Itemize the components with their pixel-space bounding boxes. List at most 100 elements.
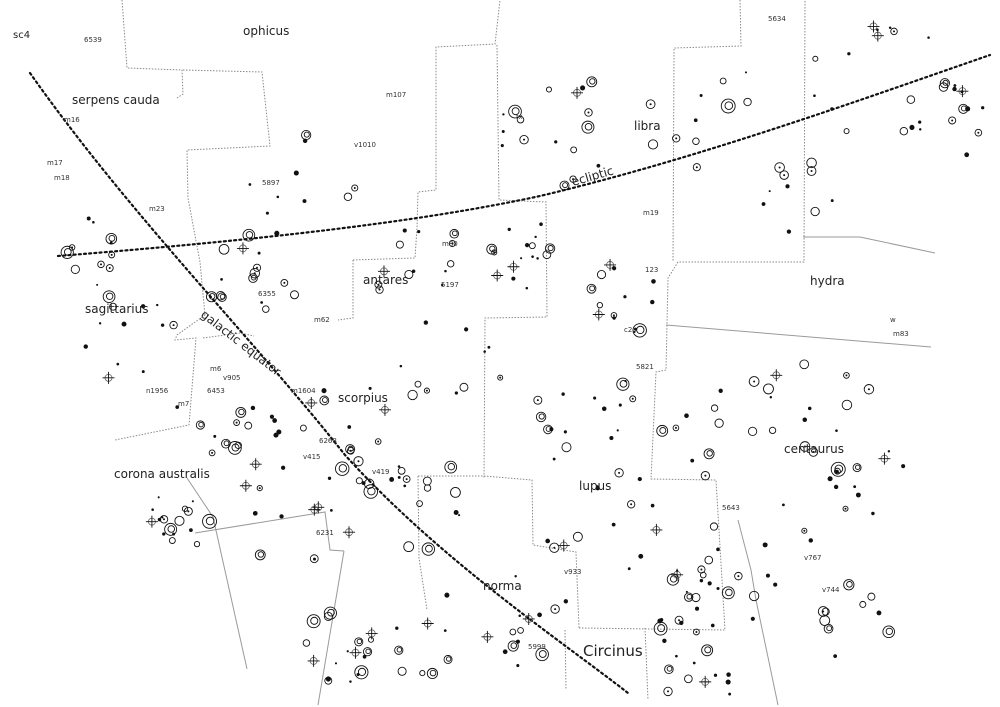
star	[627, 500, 636, 509]
star	[262, 305, 270, 313]
star	[205, 516, 215, 526]
star	[92, 220, 95, 224]
star	[700, 568, 703, 571]
star	[721, 586, 735, 600]
star	[707, 581, 712, 586]
star	[812, 55, 819, 62]
star	[863, 384, 875, 395]
star	[215, 291, 226, 301]
star	[867, 20, 880, 33]
object-label: 5197	[441, 281, 459, 289]
object-label: 5634	[768, 15, 786, 23]
star	[616, 429, 619, 432]
star	[257, 551, 265, 558]
star	[589, 78, 596, 85]
star	[121, 321, 127, 327]
star	[303, 131, 310, 138]
star	[561, 442, 572, 453]
star	[452, 230, 458, 237]
star	[343, 526, 356, 539]
star	[782, 503, 785, 507]
star	[515, 639, 520, 644]
star	[589, 285, 595, 292]
star	[801, 527, 808, 534]
star	[768, 190, 771, 193]
galactic-equator-line	[28, 71, 630, 695]
star	[327, 476, 332, 480]
star	[725, 588, 733, 597]
star	[162, 518, 165, 521]
star	[714, 418, 724, 428]
star	[885, 627, 893, 636]
star	[363, 484, 379, 499]
label-norma: norma	[483, 579, 522, 593]
star	[734, 571, 743, 581]
star	[451, 242, 454, 245]
outer-borders	[186, 236, 936, 706]
star	[486, 243, 498, 255]
star	[690, 458, 695, 463]
star	[704, 555, 714, 565]
star	[365, 648, 371, 655]
star	[807, 406, 812, 411]
star	[706, 450, 713, 457]
star	[105, 264, 114, 272]
star	[299, 424, 307, 432]
star	[808, 538, 814, 543]
object-label: v1010	[354, 141, 376, 149]
object-labels: 6539 m107 v1010 m16 m17 m18 m23 5634 589…	[47, 15, 909, 651]
star	[554, 608, 557, 611]
star	[538, 413, 545, 420]
star	[353, 186, 356, 189]
star	[516, 664, 520, 668]
object-label: m18	[54, 174, 70, 182]
star	[70, 264, 80, 274]
star	[703, 448, 715, 460]
star	[684, 674, 693, 684]
star	[659, 426, 667, 434]
star	[586, 283, 597, 294]
star	[817, 606, 829, 617]
star	[256, 266, 259, 269]
label-circinus: Circinus	[583, 642, 643, 660]
star	[843, 128, 850, 135]
star	[419, 670, 426, 677]
star	[901, 464, 906, 469]
star	[810, 170, 813, 173]
star	[249, 268, 260, 279]
star	[778, 166, 781, 169]
star	[362, 654, 367, 659]
star	[499, 376, 502, 379]
star	[181, 505, 189, 512]
star	[491, 269, 504, 282]
star	[906, 95, 916, 104]
star	[552, 457, 556, 461]
star	[357, 460, 360, 463]
star	[102, 371, 115, 384]
star	[709, 522, 719, 531]
star	[663, 686, 673, 697]
star	[743, 97, 752, 107]
star	[666, 666, 673, 672]
star	[217, 292, 227, 302]
star	[611, 522, 616, 527]
star	[888, 26, 892, 29]
object-label: c2	[624, 326, 632, 334]
label-centaurus: centaurus	[784, 442, 844, 456]
star	[830, 199, 834, 203]
star	[876, 610, 882, 616]
star	[761, 202, 766, 206]
label-antares: antares	[363, 273, 408, 287]
star	[855, 464, 861, 470]
star	[536, 399, 539, 402]
star	[164, 522, 178, 536]
object-label: 123	[645, 266, 658, 274]
object-label: v767	[804, 554, 822, 562]
star	[145, 515, 158, 528]
star	[852, 463, 862, 473]
star	[581, 120, 595, 134]
star	[195, 420, 205, 430]
object-label: m16	[64, 116, 80, 124]
star	[403, 484, 407, 488]
star	[549, 542, 560, 553]
